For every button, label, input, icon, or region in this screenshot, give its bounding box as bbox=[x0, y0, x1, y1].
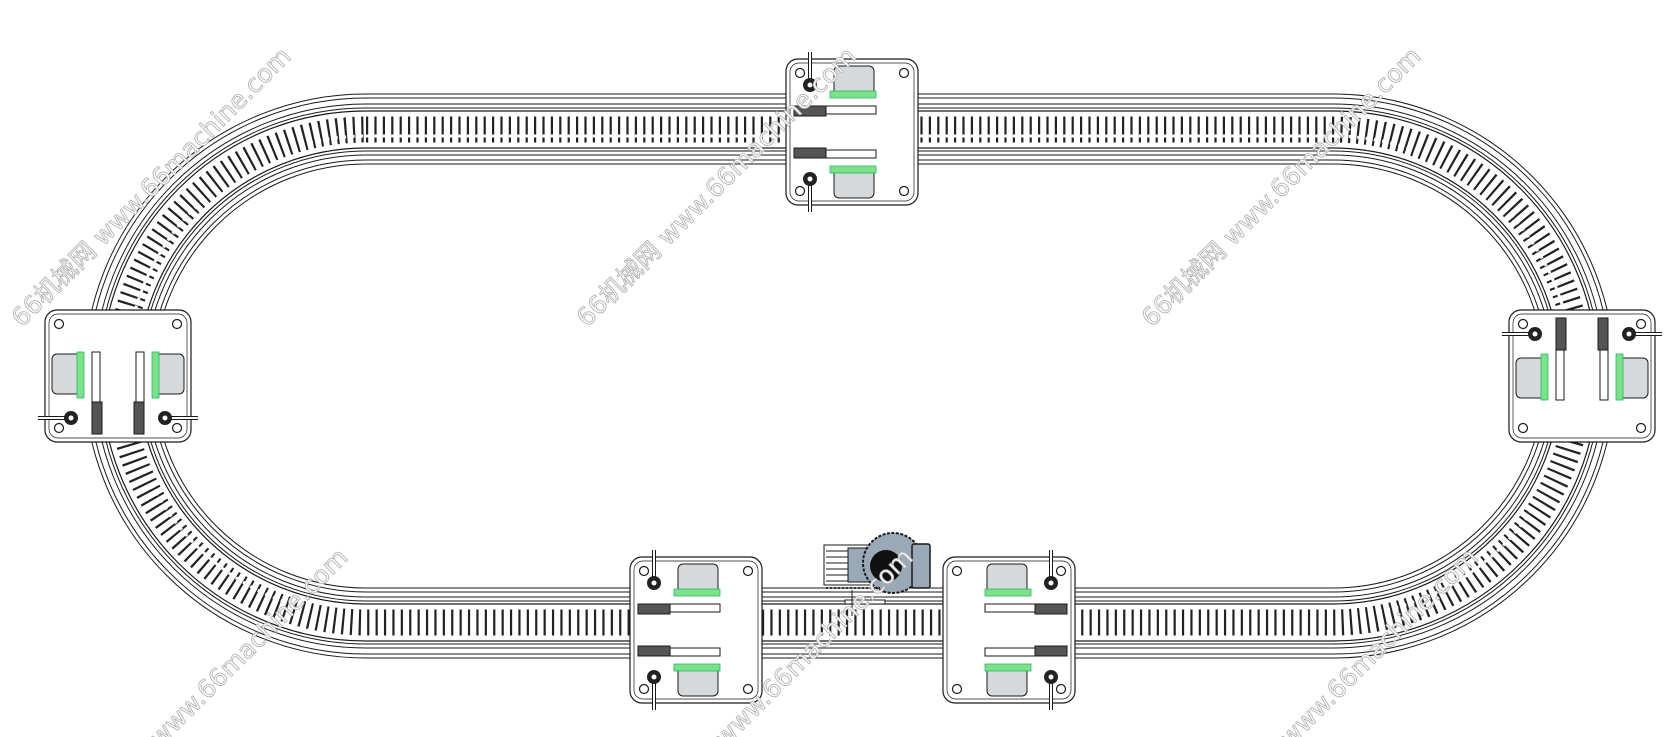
guide-block bbox=[637, 603, 671, 615]
bolt-hole bbox=[53, 422, 65, 434]
green-collar bbox=[673, 663, 721, 672]
drive-unit-bottom-right bbox=[942, 550, 1076, 710]
chain-edge bbox=[100, 110, 1599, 642]
bolt-hole bbox=[1055, 565, 1067, 577]
inner-rail bbox=[149, 159, 1550, 593]
bolt-hole bbox=[742, 565, 754, 577]
chain-edge bbox=[137, 147, 1562, 605]
bolt-hole bbox=[638, 683, 650, 695]
guide-block bbox=[91, 401, 103, 435]
mounting-plate bbox=[942, 556, 1076, 704]
green-collar bbox=[829, 165, 877, 174]
bolt-hole bbox=[794, 185, 806, 197]
chain-links bbox=[106, 116, 1593, 636]
bolt-hole bbox=[951, 565, 963, 577]
bolt-hole bbox=[53, 318, 65, 330]
bolt-hole bbox=[1635, 422, 1647, 434]
gear-motor bbox=[823, 532, 931, 616]
mounting-plate bbox=[629, 556, 763, 704]
bolt-hole bbox=[898, 185, 910, 197]
guide-block bbox=[1034, 603, 1068, 615]
drive-unit-right bbox=[1502, 309, 1662, 443]
outer-rail bbox=[87, 97, 1612, 655]
oval-track bbox=[83, 93, 1616, 659]
bolt-hole bbox=[1517, 318, 1529, 330]
bolt-hole bbox=[1517, 422, 1529, 434]
green-collar bbox=[984, 588, 1032, 597]
guide-block bbox=[133, 401, 145, 435]
chain-link-gaps bbox=[124, 134, 1575, 618]
green-collar bbox=[673, 588, 721, 597]
guide-block bbox=[1555, 317, 1567, 351]
output-shaft bbox=[870, 550, 902, 582]
guide-block bbox=[1034, 645, 1068, 657]
outer-rail bbox=[93, 103, 1606, 649]
bolt-hole bbox=[1635, 318, 1647, 330]
guide-block bbox=[793, 147, 827, 159]
green-collar bbox=[76, 351, 85, 399]
bolt-hole bbox=[794, 67, 806, 79]
bolt-hole bbox=[898, 67, 910, 79]
bolt-hole bbox=[951, 683, 963, 695]
watermark-text: 66机械网 www.66machine.com bbox=[1136, 41, 1427, 332]
bolt-hole bbox=[1055, 683, 1067, 695]
guide-block bbox=[637, 645, 671, 657]
bolt-hole bbox=[638, 565, 650, 577]
green-collar bbox=[1540, 353, 1549, 401]
inner-rail bbox=[153, 163, 1546, 589]
motor-flange bbox=[911, 543, 931, 589]
mounting-plate bbox=[44, 309, 192, 443]
bolt-hole bbox=[742, 683, 754, 695]
outer-rail bbox=[97, 107, 1602, 645]
mounting-plate bbox=[1508, 309, 1656, 443]
green-collar bbox=[151, 351, 160, 399]
green-collar bbox=[1615, 353, 1624, 401]
mounting-plate bbox=[785, 58, 919, 206]
drive-unit-top bbox=[785, 52, 919, 212]
inner-rail bbox=[144, 154, 1555, 598]
green-collar bbox=[984, 663, 1032, 672]
bolt-hole bbox=[171, 422, 183, 434]
inner-rail bbox=[140, 150, 1559, 602]
drive-unit-bottom-left bbox=[629, 550, 763, 710]
outer-rail bbox=[83, 93, 1616, 659]
green-collar bbox=[829, 90, 877, 99]
drive-units bbox=[38, 52, 1662, 710]
guide-block bbox=[1597, 317, 1609, 351]
bolt-hole bbox=[171, 318, 183, 330]
drive-unit-left bbox=[38, 309, 198, 443]
